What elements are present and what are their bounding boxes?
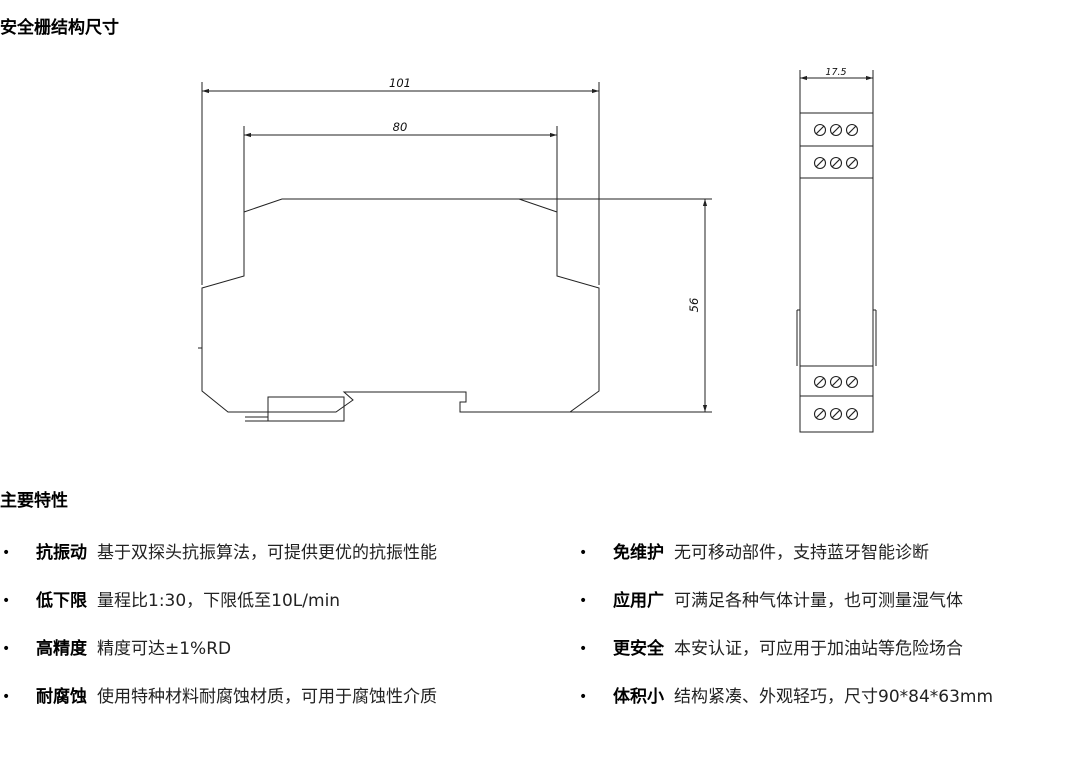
- terminal-screw: [813, 375, 827, 389]
- terminal-screw: [845, 375, 859, 389]
- side-body-outline: [799, 112, 874, 433]
- terminal-screw: [829, 407, 843, 421]
- feature-desc: 精度可达±1%RD: [97, 639, 232, 659]
- screw-slot: [815, 125, 825, 135]
- feature-name: 耐腐蚀: [36, 687, 87, 707]
- screw-slot: [847, 125, 857, 135]
- feature-name: 高精度: [36, 639, 87, 659]
- screw-slot: [847, 158, 857, 168]
- feature-name: 体积小: [613, 687, 664, 707]
- terminal-screw: [813, 123, 827, 137]
- screw-slot: [847, 377, 857, 387]
- terminal-screw: [813, 156, 827, 170]
- terminal-screw: [845, 123, 859, 137]
- bullet-icon: •: [2, 593, 11, 609]
- feature-desc: 无可移动部件，支持蓝牙智能诊断: [674, 543, 929, 563]
- feature-name: 免维护: [613, 543, 664, 563]
- terminal-screws: [813, 123, 859, 421]
- bullet-icon: •: [2, 641, 11, 657]
- bullet-icon: •: [579, 545, 588, 561]
- screw-slot: [831, 409, 841, 419]
- feature-name: 更安全: [613, 639, 664, 659]
- bullet-icon: •: [2, 689, 11, 705]
- feature-desc: 使用特种材料耐腐蚀材质，可用于腐蚀性介质: [97, 687, 437, 707]
- dimension-section-title: 安全栅结构尺寸: [0, 18, 119, 38]
- feature-item: • 更安全本安认证，可应用于加油站等危险场合: [577, 637, 963, 661]
- feature-item: • 应用广可满足各种气体计量，也可测量湿气体: [577, 589, 963, 613]
- dim-label-101: 101: [389, 76, 411, 90]
- feature-desc: 可满足各种气体计量，也可测量湿气体: [674, 591, 963, 611]
- feature-name: 应用广: [613, 591, 664, 611]
- dim-label-17-5: 17.5: [825, 67, 846, 78]
- feature-desc: 结构紧凑、外观轻巧，尺寸90*84*63mm: [674, 687, 994, 707]
- screw-slot: [815, 158, 825, 168]
- bullet-icon: •: [2, 545, 11, 561]
- feature-item: • 抗振动基于双探头抗振算法，可提供更优的抗振性能: [0, 541, 437, 565]
- terminal-screw: [845, 407, 859, 421]
- bullet-icon: •: [579, 689, 588, 705]
- screw-slot: [831, 377, 841, 387]
- feature-name: 抗振动: [36, 543, 87, 563]
- terminal-screw: [829, 156, 843, 170]
- bullet-icon: •: [579, 641, 588, 657]
- feature-item: • 免维护无可移动部件，支持蓝牙智能诊断: [577, 541, 929, 565]
- bullet-icon: •: [579, 593, 588, 609]
- feature-desc: 量程比1:30，下限低至10L/min: [97, 591, 341, 611]
- feature-item: • 体积小结构紧凑、外观轻巧，尺寸90*84*63mm: [577, 685, 993, 709]
- feature-item: • 耐腐蚀使用特种材料耐腐蚀材质，可用于腐蚀性介质: [0, 685, 437, 709]
- dim-label-80: 80: [393, 120, 408, 134]
- terminal-screw: [829, 123, 843, 137]
- front-foot-latch: [267, 396, 345, 422]
- dim-label-56: 56: [687, 298, 701, 313]
- screw-slot: [831, 158, 841, 168]
- feature-name: 低下限: [36, 591, 87, 611]
- dimension-drawing: 101 80 56 17.5: [198, 67, 877, 433]
- front-view: [198, 82, 712, 422]
- screw-slot: [815, 409, 825, 419]
- terminal-screw: [813, 407, 827, 421]
- terminal-screw: [829, 375, 843, 389]
- screw-slot: [847, 409, 857, 419]
- screw-slot: [815, 377, 825, 387]
- feature-item: • 高精度精度可达±1%RD: [0, 637, 231, 661]
- screw-slot: [831, 125, 841, 135]
- feature-desc: 本安认证，可应用于加油站等危险场合: [674, 639, 963, 659]
- feature-item: • 低下限量程比1:30，下限低至10L/min: [0, 589, 340, 613]
- terminal-screw: [845, 156, 859, 170]
- features-section-title: 主要特性: [0, 491, 68, 511]
- front-body-outline: [201, 198, 600, 413]
- feature-desc: 基于双探头抗振算法，可提供更优的抗振性能: [97, 543, 437, 563]
